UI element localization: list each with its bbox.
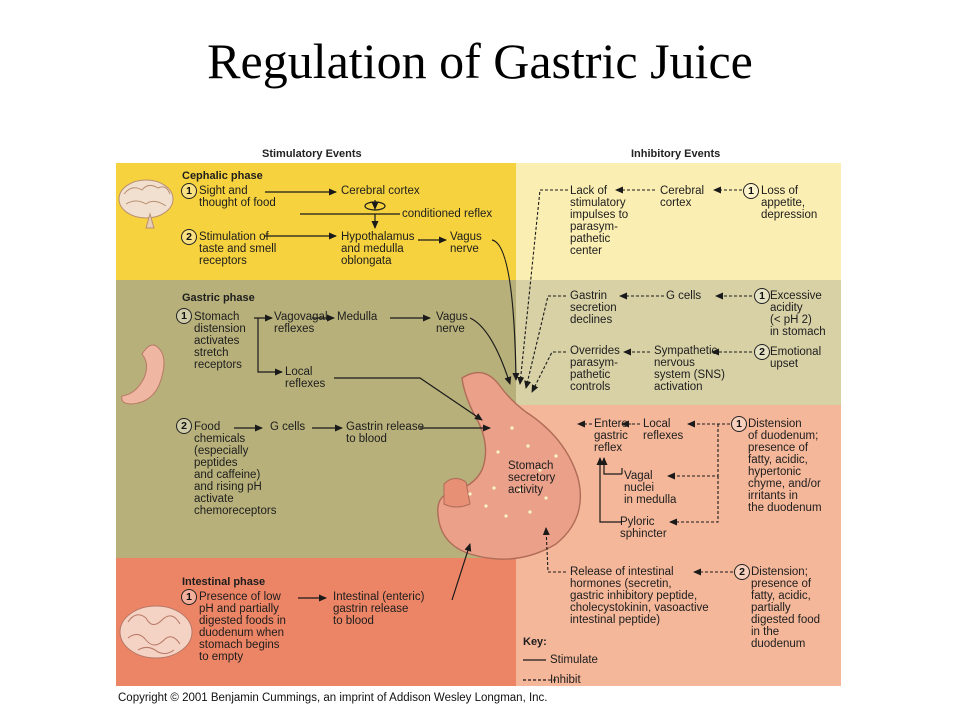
brain-icon [118,179,174,229]
key-title: Key: [523,636,547,648]
cephalic-inhibitory-band [516,163,841,280]
page-title: Regulation of Gastric Juice [207,33,753,89]
cephalic-stimulatory-band [116,163,516,280]
stimulatory-events-header: Stimulatory Events [262,148,362,160]
cephalic-phase-label: Cephalic phase [182,170,263,182]
conditioned-reflex: conditioned reflex [402,208,493,220]
intestinal-inhibitory-band [516,405,841,686]
inhibitory-events-header: Inhibitory Events [631,148,721,160]
intestinal-inhibitory-step-1: 1 [731,416,747,432]
gastric-step-2: 2 [176,418,192,434]
intestinal-inhibitory-step-2: 2 [734,564,750,580]
stomach-small-icon [121,344,165,405]
conditioned-reflex-loop [364,201,386,211]
intestinal-step-1: 1 [181,589,197,605]
intestine-icon [119,605,193,659]
gastric-inhibitory-band [516,280,841,405]
gastric-medulla: Medulla [337,311,378,323]
gastric-phase-label: Gastric phase [182,292,255,304]
stimulate-arrows [234,188,623,602]
key-inhibit-label: Inhibit [550,674,581,686]
key-stimulate-label: Stimulate [550,654,598,666]
gastric-inhibitory-step-1: 1 [754,288,770,304]
cephalic-inhibitory-step-1: 1 [743,183,759,199]
gastric-g-cells: G cells [270,421,306,433]
gastric-inhibitory-step-2: 2 [754,344,770,360]
inhibitory-g-cells: G cells [666,290,702,302]
copyright-notice: Copyright © 2001 Benjamin Cummings, an i… [118,692,548,704]
stomach-illustration [437,371,582,560]
cephalic-step-1: 1 [181,183,197,199]
gastric-step-1: 1 [176,308,192,324]
cephalic-step-2: 2 [181,229,197,245]
intestinal-phase-label: Intestinal phase [182,576,266,588]
cerebral-cortex: Cerebral cortex [341,185,420,197]
